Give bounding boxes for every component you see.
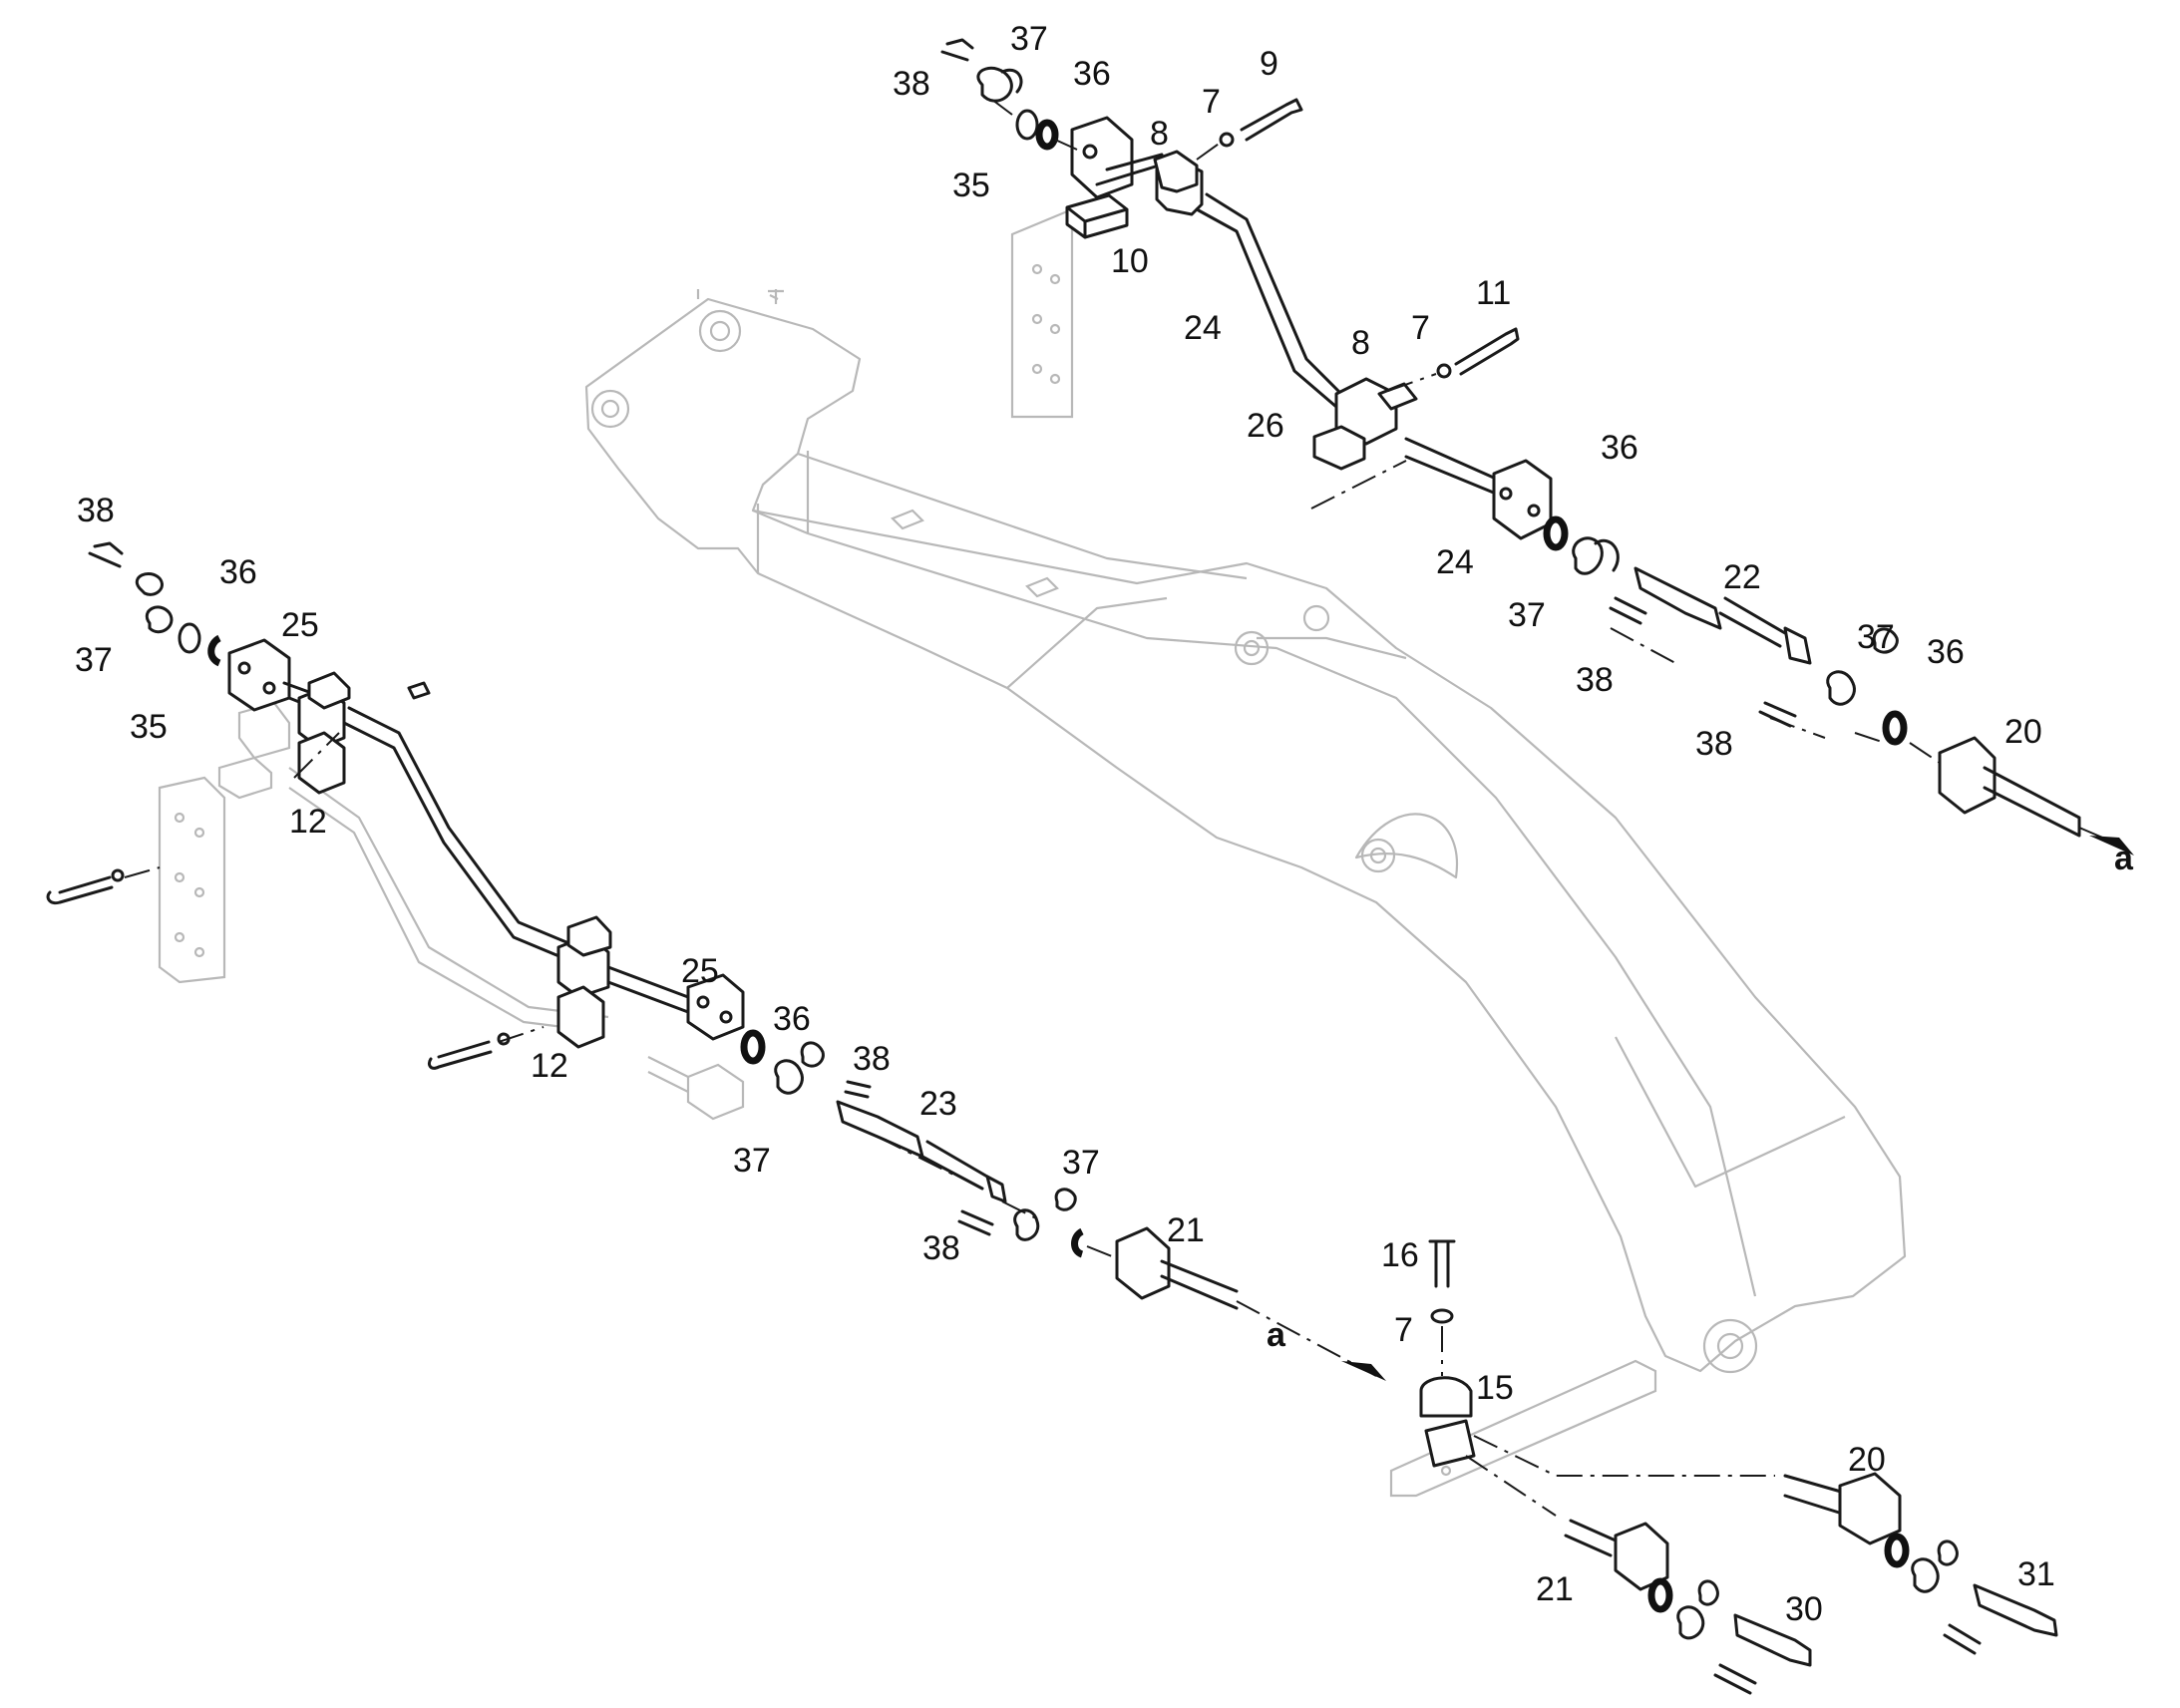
callout-label: 26 bbox=[1247, 407, 1284, 445]
callout-label: 35 bbox=[952, 167, 990, 204]
callout-label: 7 bbox=[1411, 309, 1430, 347]
callout-label: 35 bbox=[130, 708, 168, 746]
callout-label: 10 bbox=[1111, 242, 1149, 280]
lower-left-fasteners bbox=[740, 1029, 1386, 1381]
callout-label: 38 bbox=[853, 1040, 891, 1078]
callout-label: 36 bbox=[1073, 55, 1111, 93]
callout-label: 36 bbox=[1601, 429, 1638, 467]
callout-label: 37 bbox=[1857, 618, 1895, 656]
callout-label: 37 bbox=[1010, 20, 1048, 58]
lower-clamp-assembly bbox=[1389, 1239, 2058, 1695]
callout-labels: 38 37 36 9 7 8 35 10 24 11 7 8 26 36 24 … bbox=[75, 20, 2134, 1628]
callout-label: 37 bbox=[75, 641, 113, 679]
left-pipe-assembly bbox=[46, 541, 745, 1121]
callout-label: 9 bbox=[1260, 45, 1278, 83]
callout-label: 24 bbox=[1436, 543, 1474, 581]
callout-label: 11 bbox=[1476, 274, 1511, 312]
callout-label: 7 bbox=[1394, 1311, 1413, 1349]
callout-label: 21 bbox=[1536, 1570, 1574, 1608]
callout-label: 38 bbox=[922, 1229, 960, 1267]
callout-label: 36 bbox=[773, 1000, 811, 1038]
callout-label: 12 bbox=[531, 1047, 568, 1085]
callout-label: 37 bbox=[1062, 1144, 1100, 1182]
callout-label: 12 bbox=[289, 803, 327, 841]
callout-label: 38 bbox=[77, 492, 115, 529]
callout-label: 20 bbox=[1848, 1441, 1886, 1479]
callout-label: 25 bbox=[281, 606, 319, 644]
callout-label: 38 bbox=[1695, 725, 1733, 763]
callout-label: 15 bbox=[1476, 1369, 1514, 1407]
callout-label: 38 bbox=[893, 65, 930, 103]
upper-pipe-assembly bbox=[940, 38, 1553, 540]
callout-label: 36 bbox=[1927, 633, 1965, 671]
callout-label: 8 bbox=[1150, 115, 1169, 153]
upper-right-fasteners bbox=[1543, 515, 2134, 855]
callout-label: 37 bbox=[1508, 596, 1546, 634]
callout-label: 36 bbox=[219, 553, 257, 591]
callout-label: 21 bbox=[1167, 1211, 1205, 1249]
callout-label: 7 bbox=[1202, 83, 1221, 121]
callout-label: 31 bbox=[2017, 1555, 2055, 1593]
callout-label: 38 bbox=[1576, 661, 1614, 699]
boom-arm bbox=[584, 289, 1907, 1374]
callout-label: 23 bbox=[919, 1085, 957, 1123]
callout-label: 16 bbox=[1381, 1236, 1419, 1274]
callout-label: a bbox=[2114, 840, 2134, 877]
callout-label: 25 bbox=[681, 952, 719, 990]
callout-label: 22 bbox=[1723, 558, 1761, 596]
callout-label: 37 bbox=[733, 1142, 771, 1180]
callout-label: 24 bbox=[1184, 309, 1222, 347]
callout-label: 8 bbox=[1351, 324, 1370, 362]
callout-label: 30 bbox=[1785, 1590, 1823, 1628]
callout-label: a bbox=[1267, 1316, 1286, 1354]
callout-label: 20 bbox=[2004, 713, 2042, 751]
